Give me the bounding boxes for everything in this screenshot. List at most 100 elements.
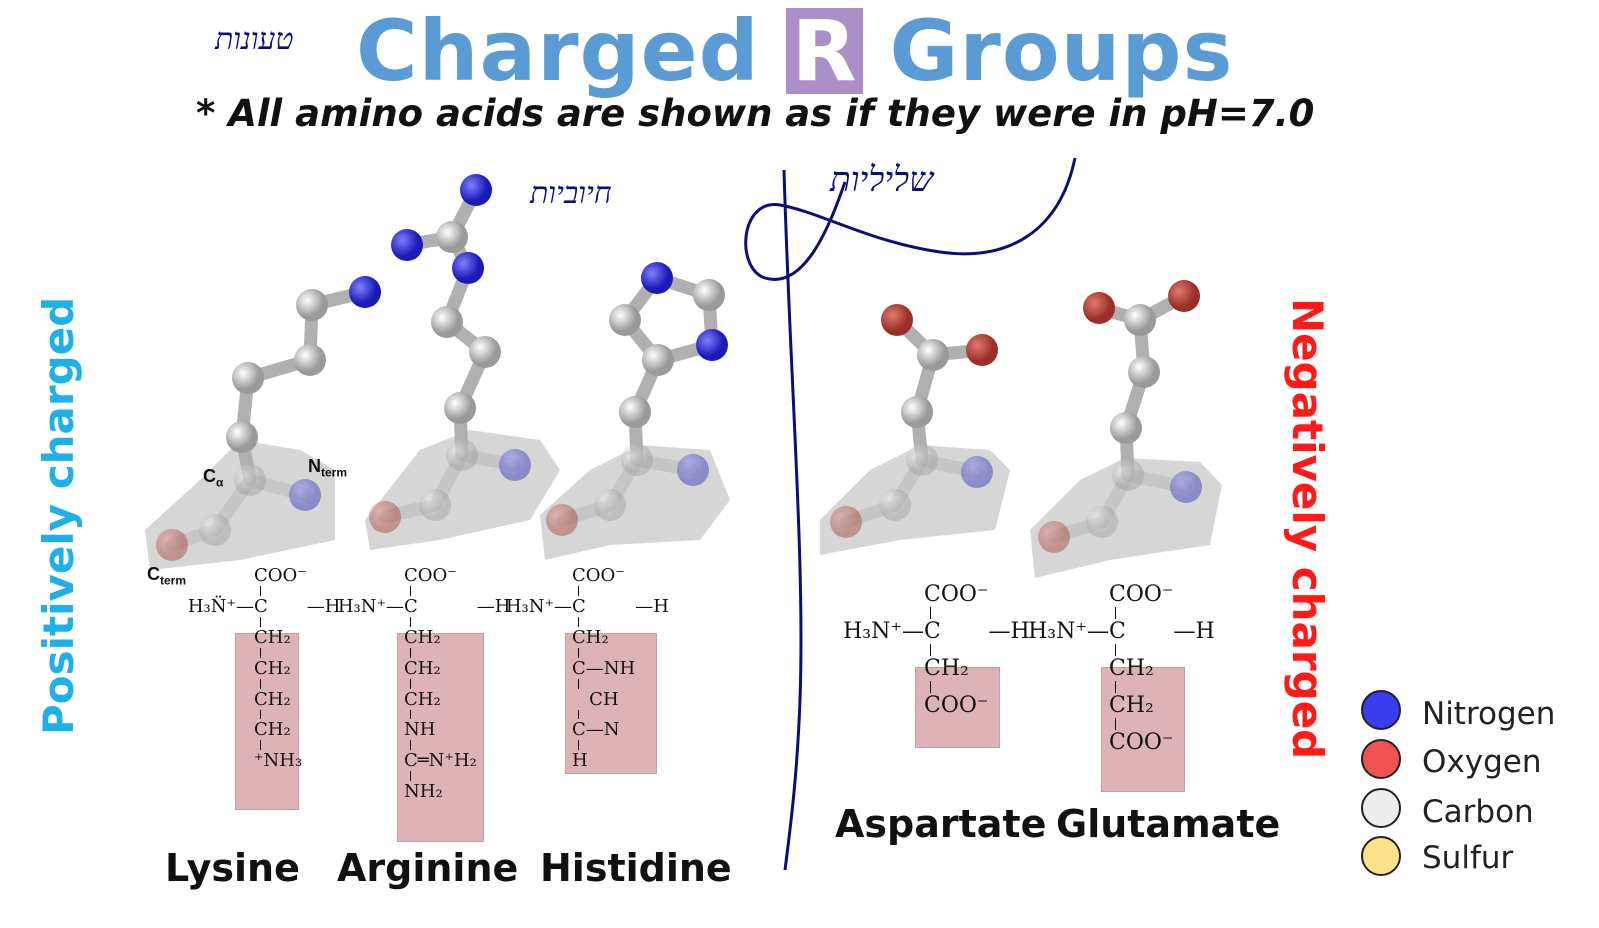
c-alpha-label: Cα bbox=[203, 466, 224, 490]
carbon-atom bbox=[901, 396, 933, 428]
bond-line bbox=[410, 586, 411, 596]
nitrogen-atom bbox=[677, 454, 709, 486]
carbon-atom bbox=[594, 489, 626, 521]
alpha-carbon-row: H₃N⁺—C—H bbox=[338, 595, 511, 617]
hydrogen: —H bbox=[306, 595, 341, 617]
legend-label: Nitrogen bbox=[1422, 696, 1556, 732]
alpha-carbon: C bbox=[254, 595, 268, 617]
amino-group: H₃N⁺— bbox=[843, 619, 924, 645]
bond-line bbox=[1115, 607, 1116, 620]
title-groups: Groups bbox=[889, 2, 1234, 100]
bond-line bbox=[260, 616, 261, 627]
title-r-box: R bbox=[785, 8, 864, 94]
n-term-label: Nterm bbox=[308, 456, 348, 480]
side-chain-group: CH bbox=[572, 688, 619, 710]
carboxyl-group: COO⁻ bbox=[572, 565, 625, 586]
oxygen-atom bbox=[1168, 280, 1200, 312]
side-chain-group: H bbox=[572, 750, 588, 772]
side-chain-group: NH₂ bbox=[404, 781, 443, 803]
r-group-box-arginine bbox=[397, 633, 484, 842]
title-charged: Charged bbox=[356, 2, 760, 100]
alpha-carbon: C bbox=[572, 595, 586, 617]
carbon-atom bbox=[469, 336, 501, 368]
side-chain-group: CH₂ bbox=[572, 626, 609, 648]
side-chain-group: C—N bbox=[572, 719, 620, 741]
r-group-box-aspartate bbox=[915, 667, 1000, 748]
oxygen-atom bbox=[546, 504, 578, 536]
carbon-atom bbox=[232, 362, 264, 394]
oxygen-atom bbox=[369, 501, 401, 533]
legend-label: Sulfur bbox=[1422, 840, 1514, 876]
carbon-atom bbox=[436, 221, 468, 253]
carbon-atom bbox=[1110, 412, 1142, 444]
nitrogen-atom bbox=[391, 229, 423, 261]
nitrogen-atom bbox=[460, 174, 492, 206]
carbon-atom bbox=[917, 339, 949, 371]
carbon-atom bbox=[879, 489, 911, 521]
oxygen-atom bbox=[1083, 292, 1115, 324]
amino-group: H₃N⁺— bbox=[505, 595, 572, 617]
handwritten-underline bbox=[744, 157, 1077, 281]
carbon-atom bbox=[906, 444, 938, 476]
handwriting-negative: שליליות bbox=[830, 160, 934, 200]
oxygen-atom bbox=[1038, 521, 1070, 553]
bond-line bbox=[410, 647, 411, 658]
nitrogen-atom bbox=[452, 252, 484, 284]
hydrogen: —H bbox=[1173, 619, 1215, 645]
hydrogen: —H bbox=[476, 595, 511, 617]
carboxyl-group: COO⁻ bbox=[924, 582, 989, 607]
alpha-carbon-row: H₃N̈⁺—C—H bbox=[188, 595, 341, 617]
side-chain-group: C—NH bbox=[572, 657, 636, 679]
bond-line bbox=[260, 586, 261, 596]
bond-line bbox=[410, 771, 411, 782]
side-chain-group: CH₂ bbox=[254, 626, 291, 648]
r-group-box-histidine bbox=[565, 633, 657, 774]
nitrogen-atom bbox=[289, 479, 321, 511]
carbon-atom bbox=[1086, 506, 1118, 538]
carboxyl-group: COO⁻ bbox=[1109, 582, 1174, 607]
carboxyl-group: COO⁻ bbox=[404, 565, 457, 586]
sulfur-swatch bbox=[1361, 836, 1401, 876]
bond-line bbox=[410, 616, 411, 627]
negatively-charged-label: Negatively charged bbox=[1283, 298, 1332, 760]
carbon-atom bbox=[1128, 356, 1160, 388]
side-chain-group: CH₂ bbox=[924, 656, 969, 682]
side-chain-group: CH₂ bbox=[404, 657, 441, 679]
hydrogen: —H bbox=[988, 619, 1030, 645]
handwriting-charged: טעונות bbox=[215, 22, 294, 57]
bond-line bbox=[260, 740, 261, 751]
bond-line bbox=[578, 678, 579, 689]
carbon-atom bbox=[234, 464, 266, 496]
nitrogen-atom bbox=[1170, 471, 1202, 503]
bond-line bbox=[578, 586, 579, 596]
alpha-carbon-row: H₃N⁺—C—H bbox=[506, 595, 669, 617]
handwriting-positive: חיוביות bbox=[530, 176, 612, 211]
carbon-atom bbox=[446, 439, 478, 471]
r-group-box-lysine bbox=[235, 633, 299, 810]
nitrogen-atom bbox=[961, 456, 993, 488]
bond-line bbox=[578, 740, 579, 751]
bond-line bbox=[260, 678, 261, 689]
oxygen-swatch bbox=[1361, 739, 1401, 779]
name-aspartate: Aspartate bbox=[835, 802, 1047, 846]
positively-charged-label: Positively charged bbox=[34, 296, 83, 735]
oxygen-atom bbox=[830, 506, 862, 538]
oxygen-atom bbox=[966, 334, 998, 366]
oxygen-atom bbox=[156, 529, 188, 561]
side-chain-group: C═N⁺H₂ bbox=[404, 750, 477, 772]
bond-line bbox=[930, 607, 931, 620]
bond-line bbox=[578, 647, 579, 658]
carbon-atom bbox=[1124, 304, 1156, 336]
carbon-atom bbox=[431, 306, 463, 338]
alpha-carbon: C bbox=[404, 595, 418, 617]
carbon-atom bbox=[609, 304, 641, 336]
bond-line bbox=[260, 647, 261, 658]
carbon-atom bbox=[419, 489, 451, 521]
bond-line bbox=[1115, 644, 1116, 657]
alpha-carbon-row: H₃N⁺—C—H bbox=[843, 619, 1030, 644]
side-chain-group: CH₂ bbox=[254, 657, 291, 679]
side-chain-group: ⁺NH₃ bbox=[254, 750, 303, 772]
